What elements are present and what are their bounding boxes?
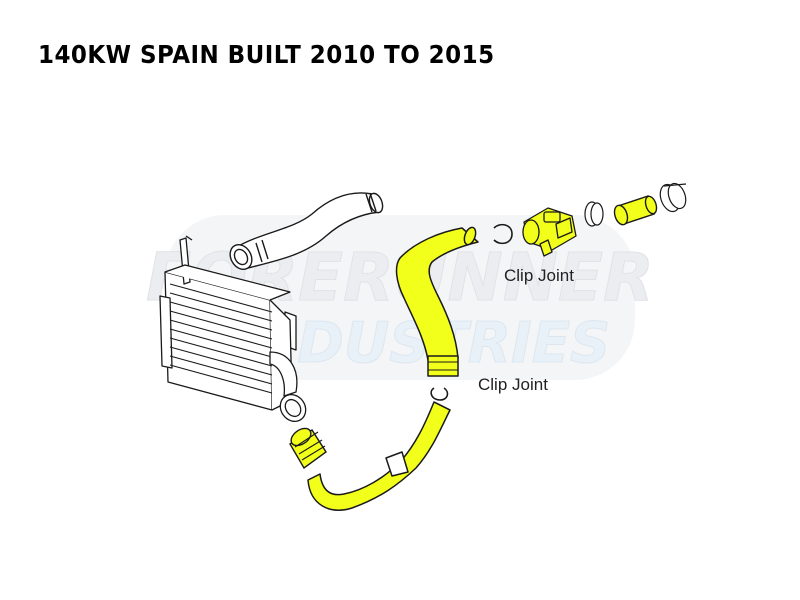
callout-clip-joint-lower: Clip Joint — [478, 375, 548, 394]
callout-clip-joint-upper: Clip Joint — [504, 266, 574, 285]
throttle-housing — [522, 207, 577, 257]
lower-coupler-hose — [289, 427, 327, 470]
clip-joint-upper — [493, 223, 513, 245]
hose-clamp-large — [659, 182, 687, 213]
hose-clamp-small — [584, 201, 604, 227]
page-title: 140KW SPAIN BUILT 2010 TO 2015 — [38, 40, 495, 69]
upper-yellow-pipe — [395, 226, 479, 377]
lower-yellow-pipe — [307, 401, 451, 511]
clip-joint-lower — [430, 387, 449, 401]
upper-factory-hose — [229, 192, 384, 271]
straight-coupler-hose — [613, 195, 658, 226]
intercooler-core — [159, 235, 307, 423]
